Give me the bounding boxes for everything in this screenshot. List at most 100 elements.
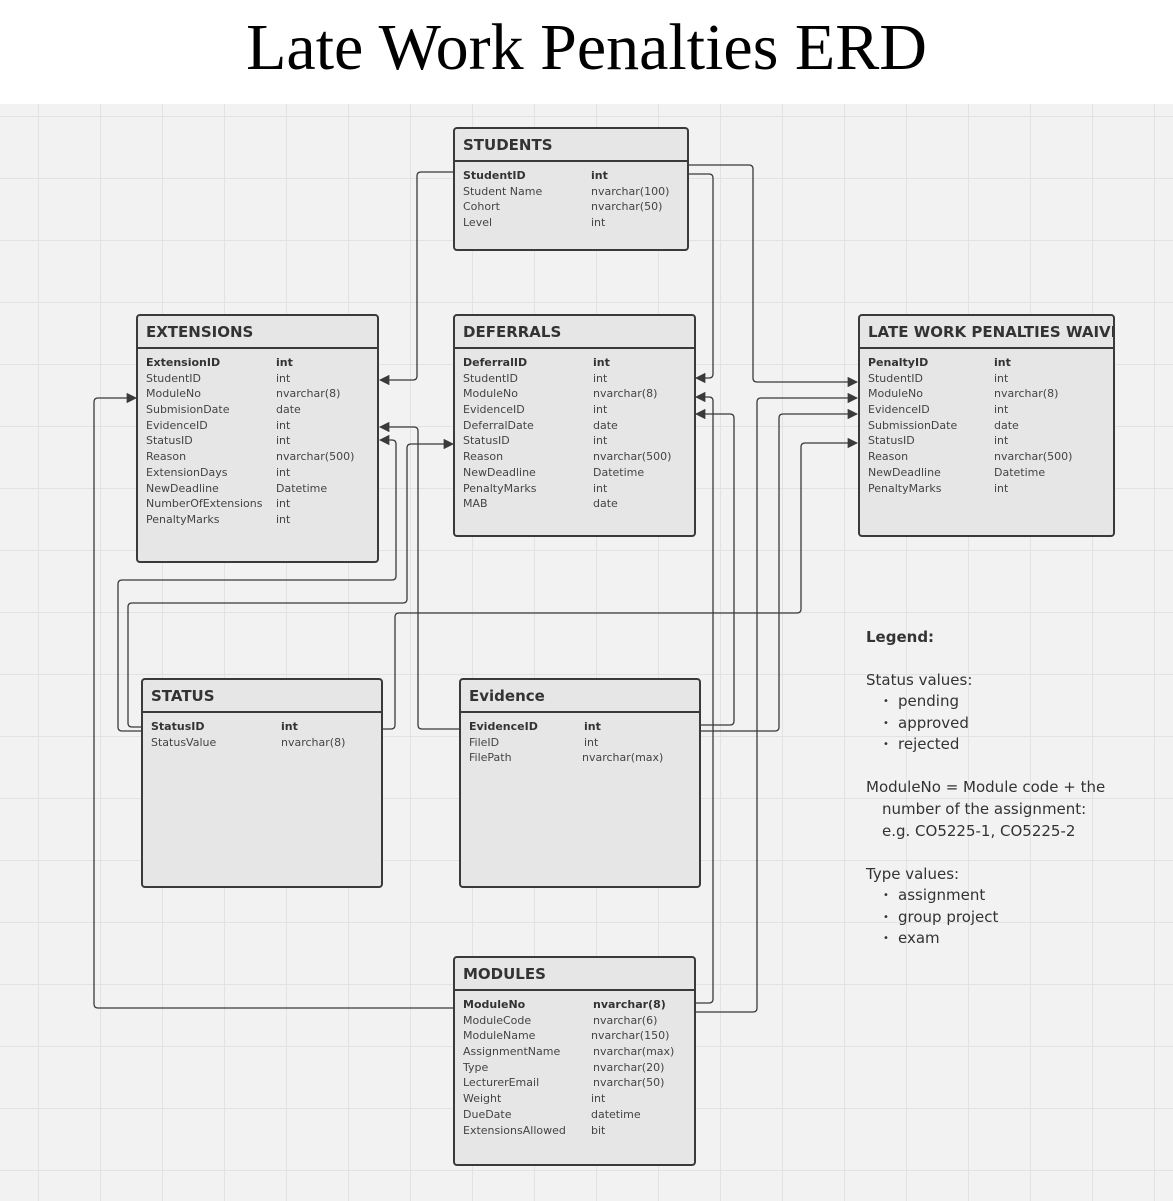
field-type: date (593, 497, 618, 511)
field-type: nvarchar(8) (593, 998, 666, 1011)
field-row: LecturerEmail nvarchar(50) (463, 1076, 694, 1092)
field-type: int (276, 512, 291, 526)
field-name: Reason (146, 450, 187, 464)
field-type: nvarchar(8) (994, 387, 1059, 401)
field-name: AssignmentName (463, 1045, 561, 1059)
field-name: StatusID (146, 434, 193, 448)
type-values-heading: Type values: (866, 864, 960, 883)
field-name: Student Name (463, 184, 543, 198)
field-name: PenaltyMarks (868, 481, 942, 495)
field-row: NewDeadline Datetime (463, 466, 694, 482)
field-name: Cohort (463, 200, 500, 214)
field-name: ModuleNo (463, 387, 518, 401)
type-value-item: group project (866, 907, 1166, 929)
field-row: AssignmentName nvarchar(max) (463, 1045, 694, 1061)
field-type: nvarchar(500) (593, 450, 672, 464)
field-type: int (593, 434, 608, 448)
field-name: NewDeadline (146, 481, 219, 495)
field-name: PenaltyID (868, 356, 929, 369)
field-name: StatusValue (151, 735, 217, 749)
field-type: nvarchar(50) (593, 1076, 665, 1090)
diagram-title: Late Work Penalties ERD (246, 11, 927, 84)
field-type: Datetime (276, 481, 328, 495)
field-type: Datetime (593, 465, 645, 479)
field-type: int (593, 356, 610, 369)
field-name: StudentID (868, 371, 924, 385)
field-name: NewDeadline (463, 465, 536, 479)
field-name: EvidenceID (868, 403, 930, 417)
field-type: int (281, 720, 298, 733)
field-type: int (591, 169, 608, 182)
field-name: StatusID (868, 434, 915, 448)
field-name: NumberOfExtensions (146, 497, 263, 511)
field-name: StudentID (463, 371, 519, 385)
field-type: nvarchar(20) (593, 1060, 665, 1074)
field-name: StatusID (151, 720, 205, 733)
field-row: ExtensionDays int (146, 466, 377, 482)
field-type: nvarchar(8) (593, 387, 658, 401)
moduleno-note: ModuleNo = Module code + the (866, 778, 1106, 797)
field-row: Reason nvarchar(500) (146, 450, 377, 466)
field-name: ExtensionDays (146, 465, 228, 479)
field-name: Reason (463, 450, 504, 464)
field-type: nvarchar(6) (593, 1013, 658, 1027)
field-type: date (276, 403, 301, 417)
status-value-item: approved (866, 713, 1166, 735)
field-type: nvarchar(max) (593, 1045, 675, 1059)
field-name: ExtensionsAllowed (463, 1123, 566, 1137)
field-row: StatusID int (151, 720, 381, 736)
field-row: NewDeadline Datetime (146, 482, 377, 498)
field-row: EvidenceID int (463, 403, 694, 419)
field-name: StudentID (146, 371, 202, 385)
legend: Legend: Status values: pending approved … (866, 626, 1166, 950)
field-type: int (593, 403, 608, 417)
field-type: int (593, 481, 608, 495)
field-name: SubmisionDate (146, 403, 230, 417)
field-name: LecturerEmail (463, 1076, 540, 1090)
field-row: StudentID int (463, 372, 694, 388)
entity-title: DEFERRALS (455, 316, 694, 349)
field-type: nvarchar(500) (276, 450, 355, 464)
field-name: DeferralDate (463, 418, 534, 432)
field-type: datetime (591, 1107, 641, 1121)
type-value-item: assignment (866, 885, 1166, 907)
field-name: SubmissionDate (868, 418, 958, 432)
field-name: EvidenceID (463, 403, 525, 417)
field-type: int (276, 434, 291, 448)
field-type: nvarchar(50) (591, 200, 663, 214)
field-type: int (593, 371, 608, 385)
type-value-item: exam (866, 928, 1166, 950)
legend-title: Legend: (866, 628, 935, 646)
entity-title: STATUS (143, 680, 381, 713)
field-type: int (276, 465, 291, 479)
